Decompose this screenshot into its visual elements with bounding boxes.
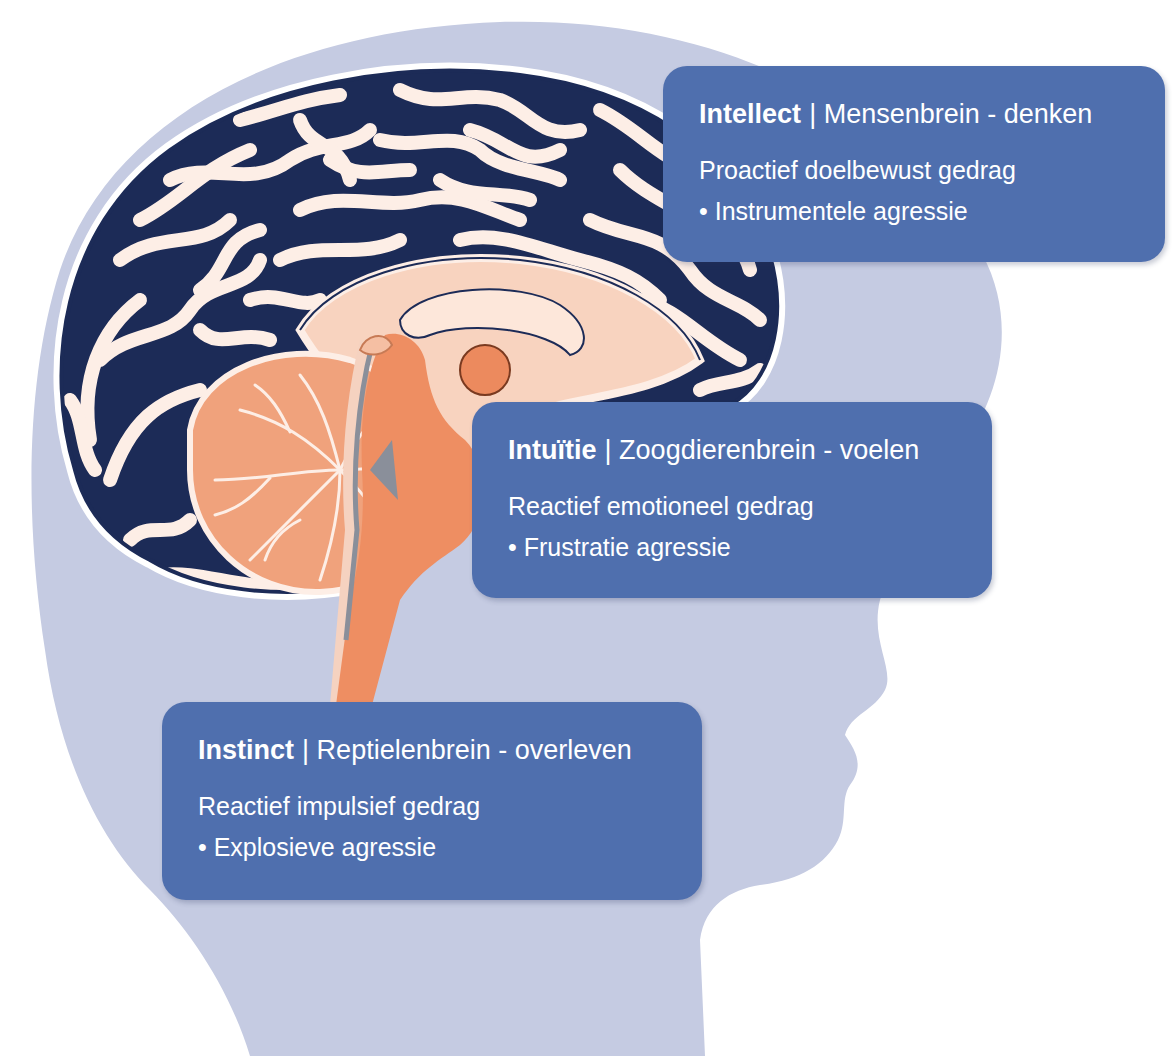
folium bbox=[215, 470, 340, 480]
folium bbox=[215, 478, 270, 515]
gyrus bbox=[440, 180, 530, 200]
ventricle-wedge bbox=[370, 440, 398, 500]
heading-subtitle: | Zoogdierenbrein - voelen bbox=[605, 435, 920, 465]
body-line: • Frustratie agressie bbox=[508, 527, 962, 568]
ventricle bbox=[346, 345, 372, 640]
heading-keyword: Intellect bbox=[699, 99, 801, 129]
body-line: Reactief impulsief gedrag bbox=[198, 786, 672, 827]
callout-box: Intuïtie | Zoogdierenbrein - voelenReacti… bbox=[472, 402, 992, 598]
heading-subtitle: | Reptielenbrein - overleven bbox=[302, 735, 632, 765]
pineal bbox=[360, 336, 392, 355]
gyrus bbox=[110, 390, 200, 480]
heading-keyword: Instinct bbox=[198, 735, 294, 765]
gyrus bbox=[400, 90, 580, 132]
folium bbox=[265, 520, 300, 560]
heading-subtitle: | Mensenbrein - denken bbox=[809, 99, 1092, 129]
gyrus bbox=[87, 300, 140, 440]
heading-keyword: Intuïtie bbox=[508, 435, 597, 465]
body-line: • Instrumentele agressie bbox=[699, 191, 1135, 232]
gyrus bbox=[240, 95, 340, 120]
brainstem bbox=[336, 334, 483, 705]
body-line: Reactief emotioneel gedrag bbox=[508, 486, 962, 527]
gyrus bbox=[200, 330, 270, 340]
folium bbox=[255, 385, 290, 432]
body-line: • Explosieve agressie bbox=[198, 827, 672, 868]
gyrus bbox=[130, 520, 190, 540]
box-heading: Instinct | Reptielenbrein - overleven bbox=[198, 728, 672, 772]
callout-box: Instinct | Reptielenbrein - overlevenReac… bbox=[162, 702, 702, 900]
folium bbox=[300, 375, 340, 470]
folium bbox=[250, 470, 340, 560]
body-line: Proactief doelbewust gedrag bbox=[699, 150, 1135, 191]
box-heading: Intuïtie | Zoogdierenbrein - voelen bbox=[508, 428, 962, 472]
box-heading: Intellect | Mensenbrein - denken bbox=[699, 92, 1135, 136]
gyrus bbox=[470, 130, 560, 157]
thalamus bbox=[460, 345, 510, 395]
gyrus bbox=[200, 230, 260, 290]
gyrus bbox=[280, 240, 400, 260]
folium bbox=[320, 470, 340, 580]
gyrus bbox=[300, 120, 350, 180]
gyrus bbox=[250, 297, 320, 303]
callout-box: Intellect | Mensenbrein - denkenProactief… bbox=[663, 66, 1165, 262]
